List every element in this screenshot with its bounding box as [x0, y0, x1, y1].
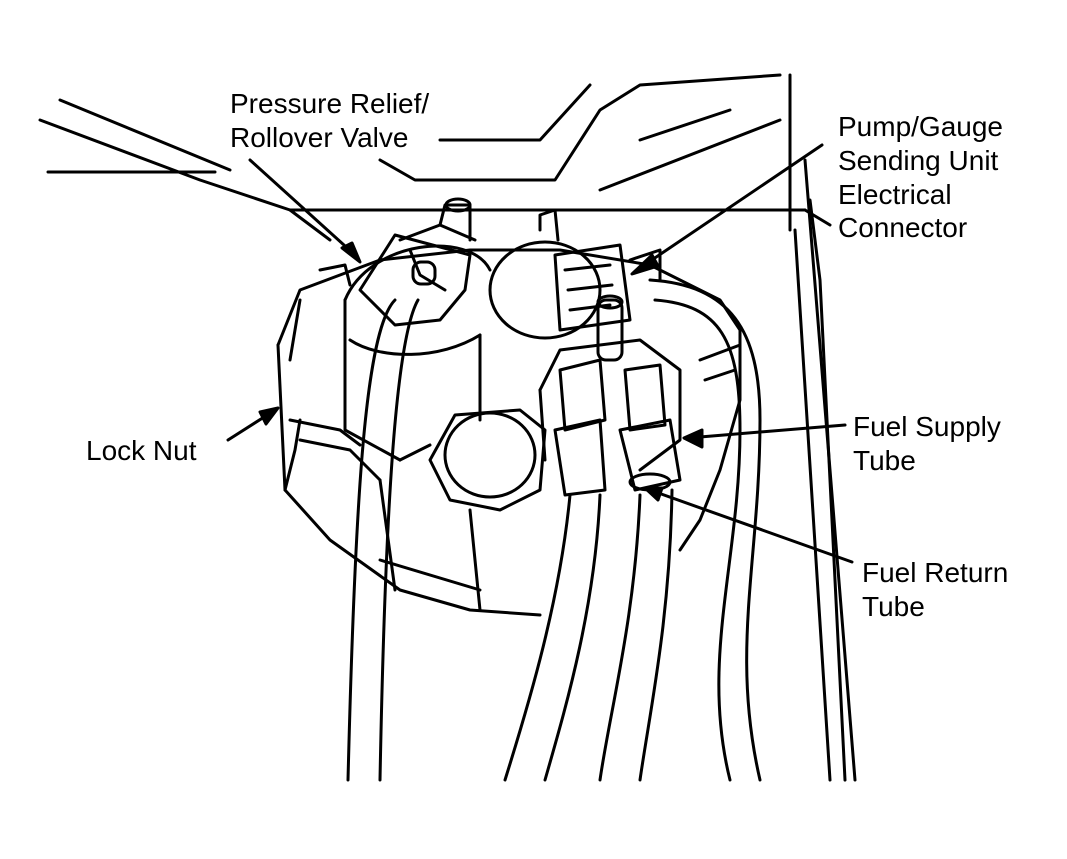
- label-line: Connector: [838, 212, 967, 243]
- callout-fuel-supply: Fuel Supply Tube: [853, 411, 1001, 476]
- lower-cap: [428, 408, 547, 512]
- label-line: Rollover Valve: [230, 122, 408, 153]
- vehicle-body-lines: [38, 73, 857, 782]
- label-line: Fuel Supply: [853, 411, 1001, 442]
- electrical-connector: [488, 208, 662, 340]
- pressure-relief-valve: [358, 197, 477, 327]
- hoses: [346, 278, 762, 782]
- label-line: Pump/Gauge: [838, 111, 1003, 142]
- callout-lock-nut: Lock Nut: [86, 435, 197, 466]
- callout-pressure-relief: Pressure Relief/ Rollover Valve: [230, 88, 429, 153]
- label-line: Sending Unit: [838, 145, 999, 176]
- leader-lines: [226, 143, 854, 564]
- module-housing: [343, 244, 492, 462]
- callout-fuel-return: Fuel Return Tube: [862, 557, 1008, 622]
- label-line: Fuel Return: [862, 557, 1008, 588]
- label-line: Tube: [862, 591, 925, 622]
- label-line: Tube: [853, 445, 916, 476]
- label-line: Electrical: [838, 179, 952, 210]
- callout-pump-gauge: Pump/Gauge Sending Unit Electrical Conne…: [838, 111, 1003, 243]
- label-line: Lock Nut: [86, 435, 197, 466]
- fuel-fittings: [538, 294, 682, 497]
- label-line: Pressure Relief/: [230, 88, 429, 119]
- lock-nut: [276, 248, 742, 617]
